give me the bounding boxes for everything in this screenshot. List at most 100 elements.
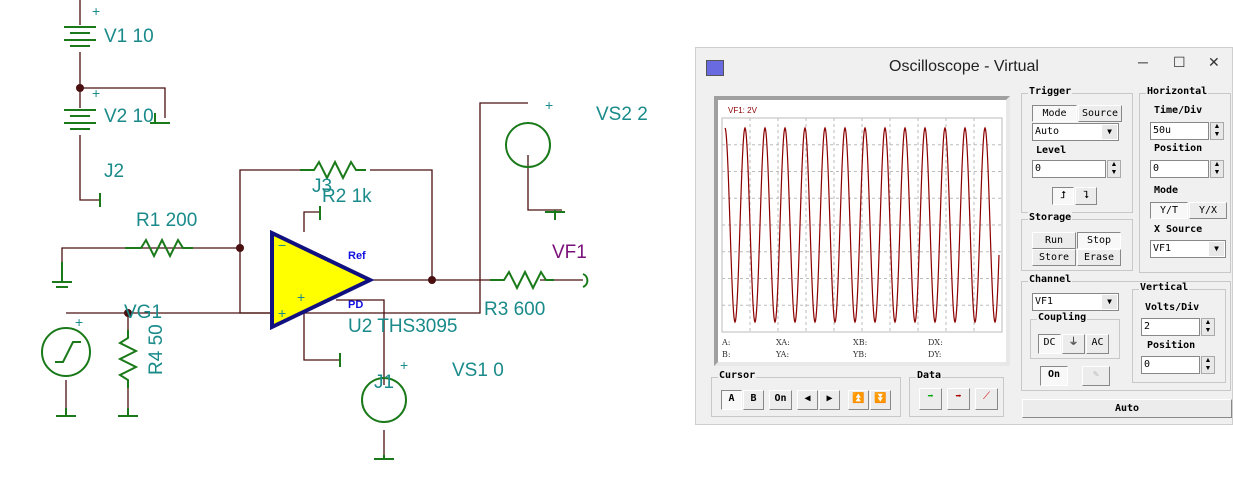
schematic: +++++−++ V1 10 V2 10 J2 R1 200 J3 R2 1k … xyxy=(41,0,648,460)
import-data-icon: ➡ xyxy=(927,391,934,402)
arrow-right-icon: ▶ xyxy=(826,393,833,404)
svg-text:+: + xyxy=(75,314,83,330)
ac-button[interactable]: AC xyxy=(1086,334,1109,354)
label-vf1: VF1 xyxy=(552,242,587,263)
cursor-down-button[interactable]: ⏬ xyxy=(870,390,891,410)
export-data-icon: ➡ xyxy=(955,391,962,402)
title-bar: Oscilloscope - Virtual ─ ☐ ✕ xyxy=(696,48,1232,86)
v-position-label: Position xyxy=(1147,340,1196,351)
probe-icon: ✎ xyxy=(1092,369,1100,380)
svg-text:−: − xyxy=(278,237,286,253)
level-spinner[interactable]: ▲▼ xyxy=(1107,160,1121,178)
opamp-symbol xyxy=(270,229,375,331)
label-r2: R2 1k xyxy=(322,186,372,207)
time-div-spinner[interactable]: ▲▼ xyxy=(1210,122,1224,140)
yx-button[interactable]: Y/X xyxy=(1189,202,1227,219)
chevron-down-icon[interactable]: ▼ xyxy=(1102,125,1117,139)
svg-text:+: + xyxy=(92,3,100,19)
storage-group: Storage Run Stop Store Erase xyxy=(1021,212,1133,271)
trigger-mode-select[interactable]: Auto ▼ xyxy=(1032,123,1119,141)
label-u2: U2 THS3095 xyxy=(348,316,458,337)
cursor-on-button[interactable]: On xyxy=(769,390,792,410)
minimize-button[interactable]: ─ xyxy=(1138,54,1148,70)
vertical-group: Vertical Volts/Div 2 ▲▼ Position 0 ▲▼ xyxy=(1132,282,1226,383)
readout-dy: DY: xyxy=(928,350,942,359)
h-position-input[interactable]: 0 xyxy=(1150,160,1209,178)
v-position-input[interactable]: 0 xyxy=(1141,356,1200,374)
v-position-spinner[interactable]: ▲▼ xyxy=(1201,356,1215,374)
label-j1: J1 xyxy=(374,372,394,393)
trigger-title: Trigger xyxy=(1028,86,1073,97)
chevron-down-icon[interactable]: ▼ xyxy=(1209,242,1224,256)
falling-edge-button[interactable]: ⮧ xyxy=(1075,187,1097,205)
readout-a: A: xyxy=(722,338,731,347)
time-div-label: Time/Div xyxy=(1154,105,1203,116)
x-source-value: VF1 xyxy=(1153,243,1172,254)
app-icon xyxy=(706,60,724,76)
horizontal-group: Horizontal Time/Div 50u ▲▼ Position 0 ▲▼… xyxy=(1139,86,1231,273)
readout-b: B: xyxy=(722,350,731,359)
volts-div-input[interactable]: 2 xyxy=(1141,318,1200,336)
stop-button[interactable]: Stop xyxy=(1077,232,1121,249)
waveform-display xyxy=(721,117,1003,333)
trigger-group: Trigger Mode Source Auto ▼ Level 0 ▲▼ ⮥ ⮧ xyxy=(1021,86,1133,213)
trace-vf1 xyxy=(724,126,1000,324)
label-r3: R3 600 xyxy=(484,299,545,320)
label-vg1: VG1 xyxy=(124,302,162,323)
arrow-up-icon: ⏫ xyxy=(852,393,865,404)
label-j3: J3 xyxy=(312,176,332,197)
label-v2: V2 10 xyxy=(104,106,154,127)
arrow-left-icon: ◀ xyxy=(804,393,811,404)
trigger-level-input[interactable]: 0 xyxy=(1032,160,1106,178)
store-button[interactable]: Store xyxy=(1032,249,1076,266)
rising-edge-button[interactable]: ⮥ xyxy=(1052,187,1074,205)
time-div-input[interactable]: 50u xyxy=(1150,122,1209,140)
data-group: Data ➡ ➡ ⟋ xyxy=(909,370,1004,417)
ground-button[interactable]: ⏚ xyxy=(1062,334,1085,354)
cursor-left-button[interactable]: ◀ xyxy=(797,390,818,410)
x-source-label: X Source xyxy=(1154,224,1203,235)
cursor-b-button[interactable]: B xyxy=(743,390,764,410)
import-data-button[interactable]: ➡ xyxy=(919,388,942,410)
data-title: Data xyxy=(916,370,943,381)
run-button[interactable]: Run xyxy=(1032,232,1076,249)
readout-ya: YA: xyxy=(776,350,790,359)
maximize-button[interactable]: ☐ xyxy=(1173,54,1186,70)
volts-div-spinner[interactable]: ▲▼ xyxy=(1201,318,1215,336)
scope-screen: VF1: 2V A: XA: XB: DX: B: YA: YB: DY: xyxy=(714,96,1010,366)
curve-icon: ⟋ xyxy=(983,391,990,402)
cursor-group: Cursor A B On ◀ ▶ ⏫ ⏬ xyxy=(711,370,901,417)
auto-button[interactable]: Auto xyxy=(1022,399,1232,418)
falling-edge-icon: ⮧ xyxy=(1083,190,1089,201)
ground-icon: ⏚ xyxy=(1068,337,1079,348)
level-label: Level xyxy=(1036,145,1067,156)
h-position-label: Position xyxy=(1154,143,1203,154)
svg-text:+: + xyxy=(400,357,408,373)
h-position-spinner[interactable]: ▲▼ xyxy=(1210,160,1224,178)
export-data-button[interactable]: ➡ xyxy=(947,388,970,410)
trigger-source-button[interactable]: Source xyxy=(1078,105,1122,122)
dc-button[interactable]: DC xyxy=(1038,334,1061,354)
close-button[interactable]: ✕ xyxy=(1208,54,1220,70)
cursor-right-button[interactable]: ▶ xyxy=(819,390,840,410)
channel-on-button[interactable]: On xyxy=(1040,366,1068,386)
horizontal-title: Horizontal xyxy=(1146,86,1209,97)
trigger-mode-button[interactable]: Mode xyxy=(1032,105,1077,122)
pin-pd: PD xyxy=(348,299,363,311)
readout-xa: XA: xyxy=(776,338,790,347)
trigger-mode-value: Auto xyxy=(1035,126,1060,137)
label-vs2: VS2 2 xyxy=(596,104,648,125)
yt-button[interactable]: Y/T xyxy=(1150,202,1188,219)
pin-ref: Ref xyxy=(348,250,366,262)
erase-button[interactable]: Erase xyxy=(1077,249,1121,266)
chart-button[interactable]: ⟋ xyxy=(975,388,998,410)
cursor-up-button[interactable]: ⏫ xyxy=(848,390,869,410)
x-source-select[interactable]: VF1 ▼ xyxy=(1150,240,1226,258)
oscilloscope-window: Oscilloscope - Virtual ─ ☐ ✕ VF1: 2V A: … xyxy=(695,47,1233,425)
chevron-down-icon[interactable]: ▼ xyxy=(1102,295,1117,309)
channel-title: Channel xyxy=(1028,274,1073,285)
label-vs1: VS1 0 xyxy=(452,360,504,381)
cursor-a-button[interactable]: A xyxy=(721,390,742,410)
channel-select[interactable]: VF1▼ xyxy=(1032,293,1119,311)
probe-button[interactable]: ✎ xyxy=(1082,366,1110,386)
